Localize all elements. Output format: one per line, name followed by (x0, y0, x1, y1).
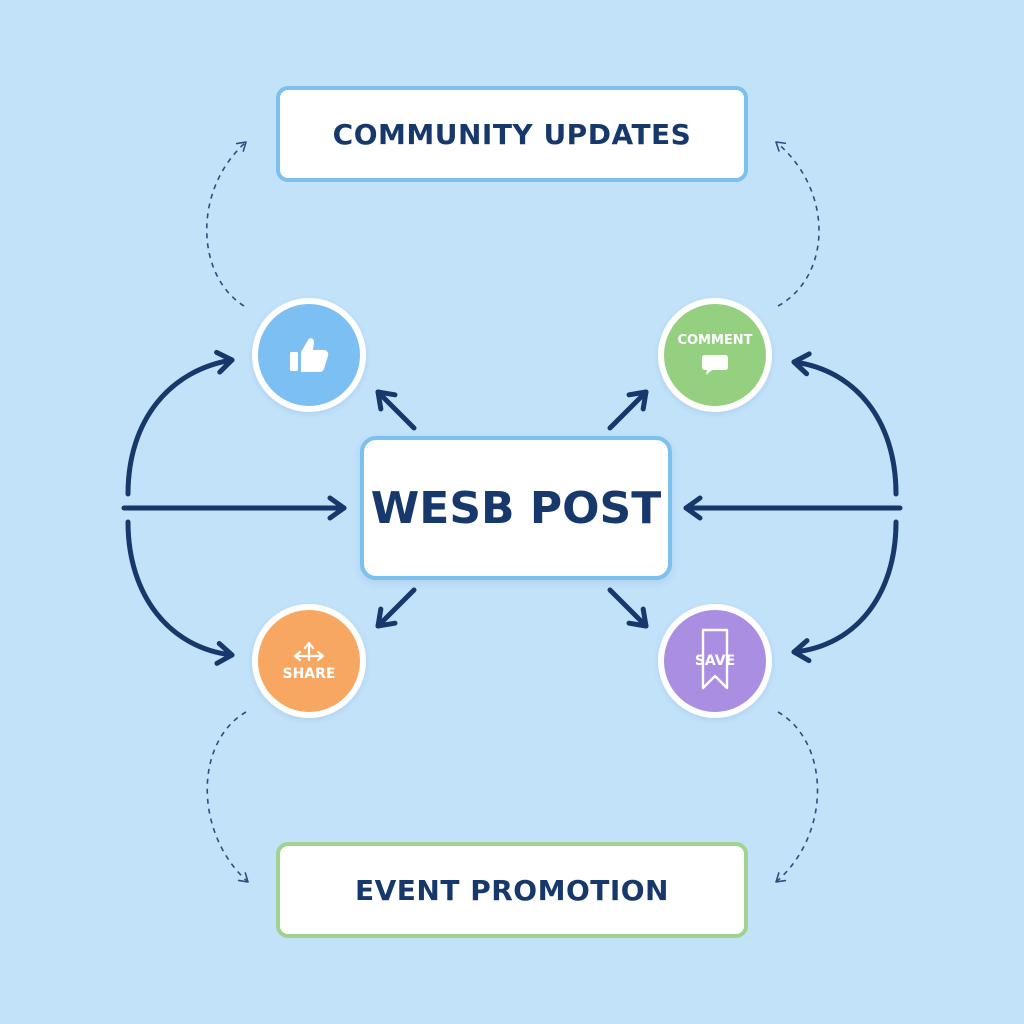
share-node: SHARE (252, 604, 366, 718)
dashed-top-to-like (214, 230, 246, 306)
web-post-label: WESB POST (370, 482, 662, 534)
comment-label: COMMENT (677, 333, 753, 348)
speech-bubble-icon (700, 353, 730, 377)
dashed-share-to-bottom (206, 711, 249, 883)
curve-right-top (791, 351, 899, 497)
arrow-center-to-comment (607, 389, 649, 431)
event-promotion-label: EVENT PROMOTION (354, 873, 669, 907)
event-promotion-box: EVENT PROMOTION (276, 842, 748, 938)
arrow-center-to-save (607, 587, 649, 629)
curve-left-top (125, 349, 235, 497)
curve-left-bottom (125, 519, 235, 666)
curve-right-bottom (791, 519, 899, 664)
save-node: SAVE (658, 604, 772, 718)
dashed-save-to-bottom (775, 711, 819, 883)
community-updates-label: COMMUNITY UPDATES (332, 117, 692, 151)
dashed-like-to-top (206, 141, 247, 307)
web-post-box: WESB POST (360, 436, 672, 580)
thumbs-up-icon (287, 335, 331, 375)
share-arrows-icon (291, 640, 327, 664)
bookmark-icon (700, 628, 730, 692)
arrow-center-to-like (375, 389, 417, 431)
save-label: SAVE (694, 653, 736, 669)
like-node (252, 298, 366, 412)
arrow-center-to-share (375, 587, 417, 629)
share-label: SHARE (282, 666, 336, 682)
dashed-comment-to-top (775, 141, 820, 307)
comment-node: COMMENT (658, 298, 772, 412)
community-updates-box: COMMUNITY UPDATES (276, 86, 748, 182)
